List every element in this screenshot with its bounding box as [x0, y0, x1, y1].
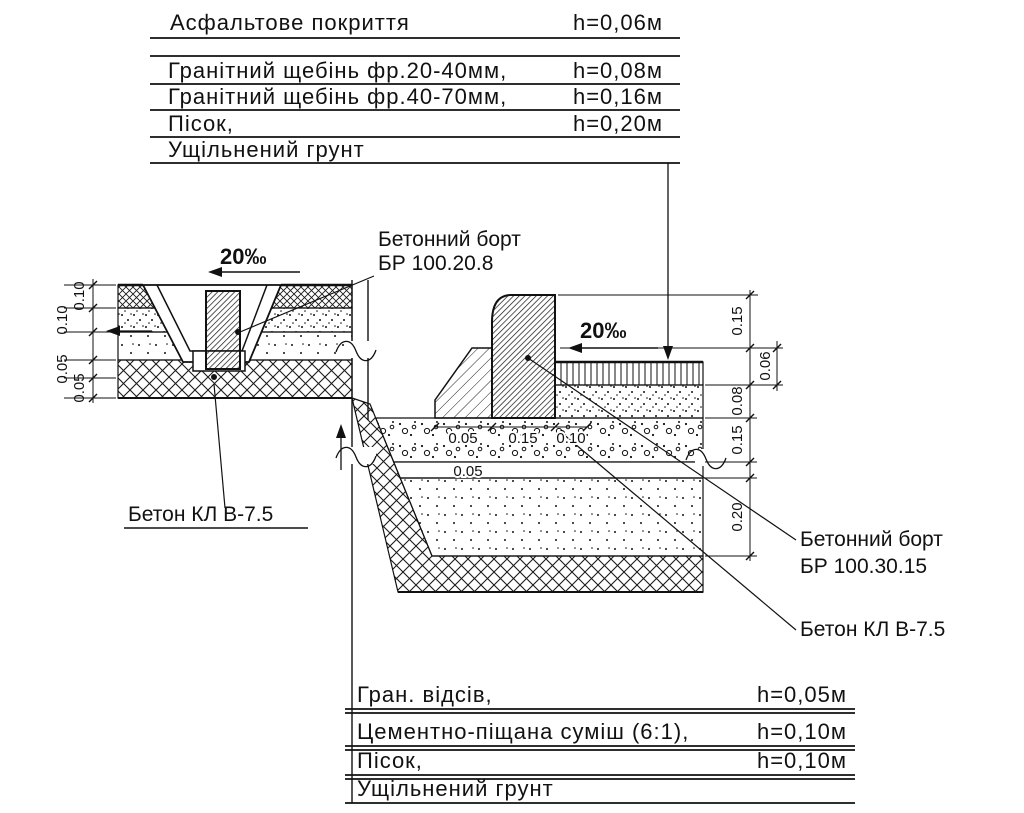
- right-pavement-layers: [351, 361, 704, 593]
- layer-cement-sand-mix: [374, 417, 704, 463]
- concrete-right-leader: [561, 432, 797, 631]
- bottom-legend-row-0-value: h=0,05м: [757, 682, 847, 707]
- curb-big-leader: [527, 357, 797, 541]
- concrete-right-label: Бетон КЛ В-7.5: [800, 618, 945, 641]
- dim-right-3: 0.15: [729, 425, 746, 454]
- small-curb: [205, 290, 241, 370]
- leader-dot-bed: [211, 374, 217, 380]
- top-legend-row-3-value: h=0,20м: [573, 111, 663, 136]
- curb-small-label-line2: БР 100.20.8: [378, 252, 493, 275]
- bottom-legend-row-0-name: Гран. відсів,: [357, 682, 493, 707]
- leaders: [106, 163, 797, 631]
- concrete-left-leader: [213, 383, 226, 509]
- down-arrowhead: [663, 346, 673, 360]
- dim-left-0: 0.10: [71, 281, 88, 310]
- top-legend-row-2-name: Гранітний щебінь фр.40-70мм,: [168, 84, 507, 109]
- bottom-legend-row-2-name: Пісок,: [357, 748, 423, 773]
- layer-screenings: [554, 384, 704, 419]
- curb-small-label-line1: Бетонний борт: [378, 228, 521, 251]
- big-curb: [491, 294, 556, 419]
- concrete-right-leader-dot: [559, 430, 565, 436]
- slope-right-label: 20‰: [580, 318, 626, 343]
- dim-right-1: 0.06: [757, 351, 774, 380]
- dim-inner-0: 0.05: [448, 430, 477, 447]
- big-curb-assembly: [434, 294, 556, 419]
- curb-small-leader: [239, 275, 375, 333]
- curb-big-leader-dot: [525, 355, 531, 361]
- dimension-chain-left: [64, 279, 116, 403]
- bottom-legend-row-1-value: h=0,10м: [757, 719, 847, 744]
- top-legend-row-0-name: Асфальтове покриття: [170, 10, 410, 35]
- bottom-legend-row-1-name: Цементно-піщана суміш (6:1),: [357, 719, 689, 744]
- top-legend-row-4-name: Ущільнений грунт: [168, 137, 365, 162]
- gutter-assembly: [141, 284, 283, 380]
- break-squiggle-3: [685, 448, 727, 470]
- dim-inner-2: 0.10: [556, 430, 585, 447]
- curb-small-leader-dot: [235, 329, 241, 335]
- layer-sand-right: [399, 477, 704, 557]
- top-legend-row-1-name: Гранітний щебінь фр.20-40мм,: [168, 58, 507, 83]
- curb-big-label-line1: Бетонний борт: [800, 528, 943, 551]
- dim-inner-1: 0.15: [508, 430, 537, 447]
- dimension-inner: [430, 422, 592, 432]
- dim-left-3: 0.05: [71, 373, 88, 402]
- dim-left-2: 0.05: [54, 354, 71, 383]
- dim-left-1: 0.10: [54, 305, 71, 334]
- bottom-legend-row-2-value: h=0,10м: [757, 748, 847, 773]
- dim-right-4: 0.20: [729, 502, 746, 531]
- concrete-left-label: Бетон КЛ В-7.5: [128, 503, 273, 526]
- flow-arrowhead: [106, 326, 120, 336]
- dim-right-0: 0.15: [729, 306, 746, 335]
- slope-left-arrowhead: [208, 267, 222, 277]
- slope-left-label: 20‰: [220, 244, 266, 269]
- dimension-chain-right: [558, 290, 783, 561]
- layer-paving-tiles: [554, 361, 704, 386]
- up-arrowhead: [336, 424, 346, 438]
- top-legend: Асфальтове покриття h=0,06м Гранітний ще…: [150, 10, 680, 164]
- bottom-legend: Гран. відсів, h=0,05м Цементно-піщана су…: [345, 682, 855, 804]
- dim-inner-3: 0.05: [453, 463, 482, 480]
- top-legend-row-3-name: Пісок,: [168, 111, 234, 136]
- surface-lines: [118, 283, 703, 593]
- curb-big-label-line2: БР 100.30.15: [800, 555, 927, 578]
- top-legend-row-2-value: h=0,16м: [573, 84, 663, 109]
- layer-thin-screenings: [392, 461, 704, 479]
- dim-right-2: 0.08: [729, 386, 746, 415]
- section-break-lines: [335, 280, 727, 803]
- bottom-legend-row-3-name: Ущільнений грунт: [357, 776, 554, 801]
- top-legend-row-1-value: h=0,08м: [573, 58, 663, 83]
- top-legend-row-0-value: h=0,06м: [573, 10, 663, 35]
- break-squiggle-1: [335, 340, 377, 362]
- big-curb-bed: [434, 347, 493, 419]
